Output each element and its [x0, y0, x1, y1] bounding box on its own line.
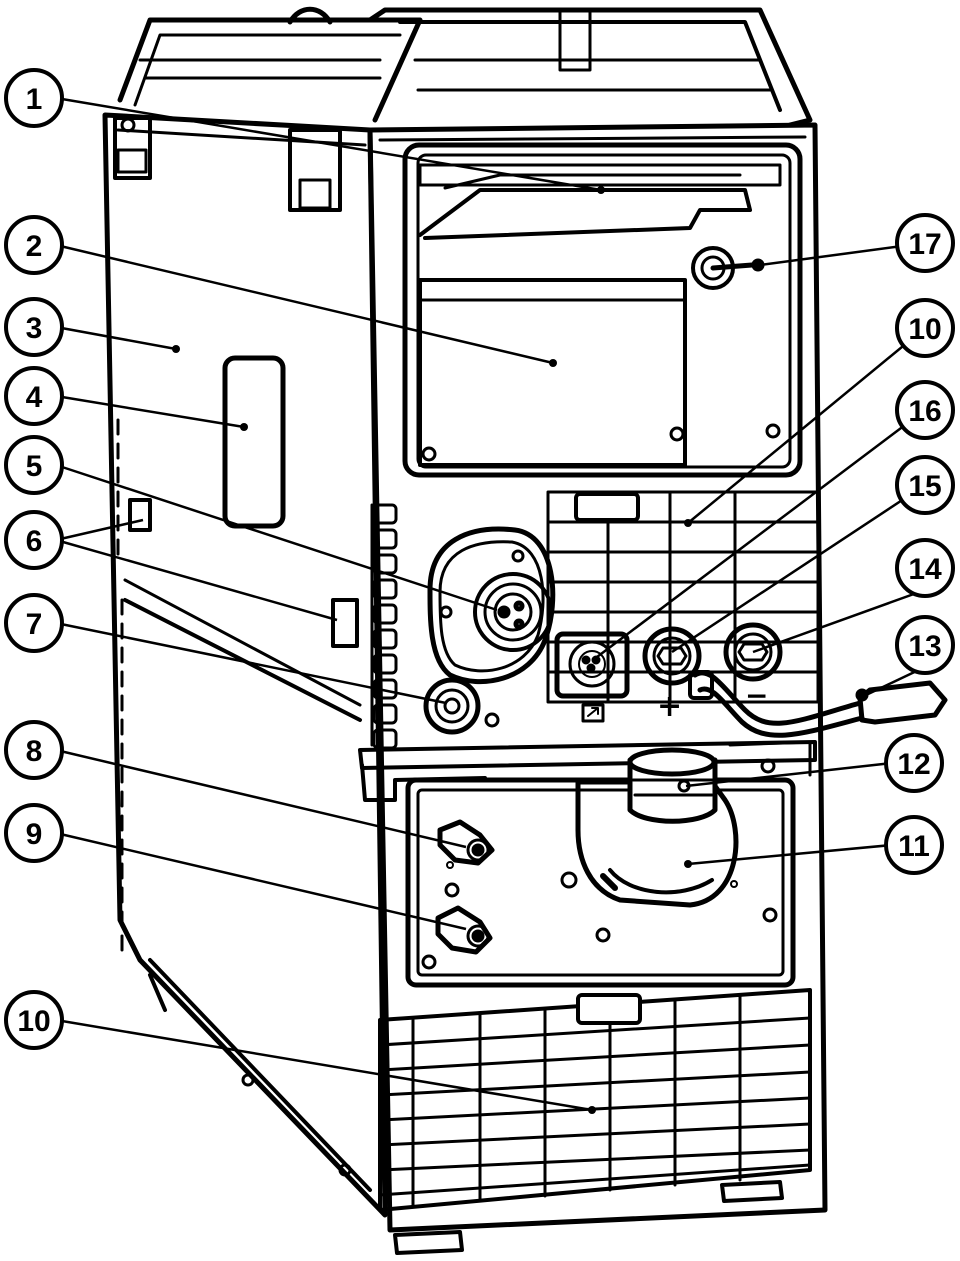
- callout-17: 17: [895, 213, 955, 273]
- callout-10-bottom: 10: [4, 990, 64, 1050]
- svg-text:8: 8: [26, 735, 43, 768]
- svg-text:1: 1: [26, 83, 43, 116]
- callout-7: 7: [4, 593, 64, 653]
- callout-15: 15: [895, 455, 955, 515]
- svg-text:6: 6: [26, 525, 43, 558]
- callout-16: 16: [895, 380, 955, 440]
- coolant-supply-connector: [437, 819, 495, 869]
- leader-endpoints: [172, 186, 692, 1114]
- front-frame: [367, 122, 828, 1233]
- side-socket: [128, 498, 152, 532]
- svg-text:12: 12: [897, 748, 930, 781]
- coolant-return-connector: [435, 882, 493, 955]
- upper-vent-grille: [546, 490, 820, 704]
- callout-12: 12: [884, 733, 944, 793]
- callout-5: 5: [4, 435, 64, 495]
- svg-text:5: 5: [26, 450, 43, 483]
- svg-text:2: 2: [26, 230, 43, 263]
- lower-panel: [405, 758, 796, 988]
- svg-text:15: 15: [908, 470, 941, 503]
- svg-text:10: 10: [17, 1005, 50, 1038]
- callout-6: 6: [4, 510, 64, 570]
- top-handle: [117, 6, 813, 128]
- foot-left: [393, 1230, 464, 1255]
- side-window: [222, 355, 286, 529]
- callout-9: 9: [4, 803, 64, 863]
- callout-2: 2: [4, 215, 64, 275]
- callout-10-top: 10: [895, 298, 955, 358]
- gas-connector: [423, 677, 500, 735]
- svg-text:13: 13: [908, 630, 941, 663]
- mid-divider: [358, 740, 817, 770]
- callout-11: 11: [884, 815, 944, 875]
- machine-body: [102, 6, 948, 1255]
- svg-text:14: 14: [908, 553, 942, 586]
- foot-right: [720, 1180, 784, 1203]
- svg-text:3: 3: [26, 312, 43, 345]
- callout-14: 14: [895, 538, 955, 598]
- coolant-tank: [575, 747, 739, 908]
- plus-socket: [642, 626, 702, 686]
- callout-13: 13: [895, 615, 955, 675]
- svg-text:16: 16: [908, 395, 941, 428]
- svg-text:9: 9: [26, 818, 43, 851]
- svg-text:7: 7: [26, 608, 43, 641]
- svg-text:11: 11: [898, 830, 930, 863]
- minus-symbol: −: [745, 679, 768, 712]
- callout-3: 3: [4, 297, 64, 357]
- control-panel: [402, 142, 803, 478]
- callouts: 1 2 3 4 5 6 7 8: [4, 68, 955, 1050]
- svg-text:17: 17: [908, 228, 941, 261]
- plus-symbol: +: [657, 689, 682, 724]
- lan-socket: [331, 598, 359, 648]
- svg-text:10: 10: [908, 313, 941, 346]
- leader-lines: [55, 96, 926, 1112]
- callout-8: 8: [4, 720, 64, 780]
- svg-text:4: 4: [26, 381, 43, 414]
- central-torch-connector: [427, 526, 556, 684]
- callout-4: 4: [4, 366, 64, 426]
- callout-1: 1: [4, 68, 64, 128]
- minus-socket: [723, 622, 783, 682]
